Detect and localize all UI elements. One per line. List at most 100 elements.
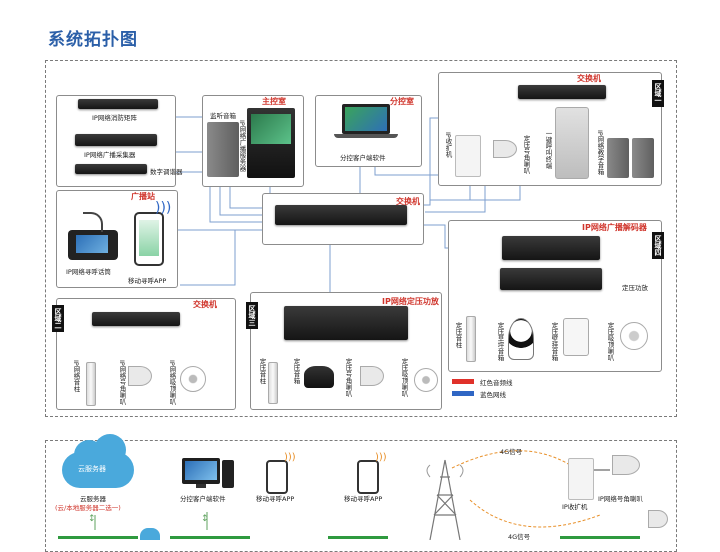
zone4-wall-label: 定压壁挂音箱 — [550, 322, 558, 361]
legend-blue-swatch — [452, 391, 474, 396]
fire-matrix-label: IP网络消防矩阵 — [92, 114, 137, 122]
paging-mic-label: IP网络寻呼话筒 — [66, 268, 111, 276]
monitor-speaker-cabinet — [207, 122, 239, 177]
zone3-column-label: 定压音柱 — [258, 358, 266, 384]
laptop-base — [334, 134, 398, 138]
zone2-ceiling-label: IP网络吸顶喇叭 — [168, 360, 176, 405]
phone-2 — [357, 460, 379, 494]
zone2-column-speaker — [86, 362, 96, 406]
zone1-classroom-speaker-right — [632, 138, 654, 178]
laptop-screen — [345, 107, 387, 131]
phone-1 — [266, 460, 288, 494]
phone-2-wifi-icon: ))) — [375, 452, 387, 463]
cloud-icon: 云服务器 — [62, 434, 134, 488]
paging-mic-gooseneck — [83, 212, 103, 232]
cloud-text: 云服务器 — [78, 465, 106, 473]
monitor-speaker-label: 监听音箱 — [210, 112, 236, 120]
fire-matrix-device — [78, 99, 158, 109]
bottom-horn-2 — [648, 510, 668, 528]
phone-1-wifi-icon: ))) — [284, 452, 296, 463]
zone1-switch — [518, 85, 606, 99]
tuner-device — [75, 164, 147, 174]
zone4-ceiling-speaker — [620, 322, 648, 350]
collector-label: IP网络广播采集器 — [84, 151, 136, 159]
broadcast-station-label: 广播站 — [131, 192, 155, 201]
zone1-expander-label: IP收扩机 — [444, 132, 452, 158]
legend-red-label: 红色音频线 — [480, 379, 513, 387]
zone1-classroom-speaker-left — [607, 138, 629, 178]
client-software-label: 分控客户端软件 — [340, 154, 386, 162]
bottom-app2-label: 移动寻呼APP — [344, 495, 383, 503]
zone3-wall-speaker — [304, 366, 334, 388]
collector-device — [75, 134, 157, 146]
topology-frame — [45, 60, 677, 417]
laptop — [342, 104, 390, 134]
zone3-amp-label: IP网络定压功放 — [382, 297, 439, 306]
zone4-ceiling-label: 定压吸顶喇叭 — [606, 322, 614, 361]
cloud-caption: 云服务器 — [80, 495, 106, 503]
zone2-tag: 区域二 — [52, 305, 64, 332]
mobile-phone — [134, 212, 164, 266]
zone1-expander — [455, 135, 481, 177]
zone4-lawn-speaker — [508, 318, 534, 360]
core-switch-label: 交换机 — [396, 197, 420, 206]
zone4-decoder — [502, 236, 600, 260]
wifi-icon: ))) — [155, 200, 172, 216]
desktop-monitor — [182, 458, 220, 484]
zone1-sos-terminal — [555, 107, 589, 179]
server-rack — [247, 108, 295, 178]
mobile-phone-screen — [139, 220, 159, 256]
desktop-tower — [222, 460, 234, 488]
zone2-horn-label: IP网络号角喇叭 — [118, 360, 126, 405]
paging-mic-screen — [76, 235, 108, 253]
tuner-label: 数字调谐器 — [150, 168, 183, 176]
signal-4g-top-label: 4G信号 — [500, 448, 523, 456]
broadcast-server-label: IP网络广播服务器 — [238, 120, 246, 172]
legend-red-swatch — [452, 379, 474, 384]
zone4-column-speaker — [466, 316, 476, 362]
bottom-client-label: 分控客户端软件 — [180, 495, 226, 503]
mobile-app-label: 移动寻呼APP — [128, 277, 167, 285]
zone3-column-speaker — [268, 362, 278, 404]
zone1-tag: 区域一 — [652, 80, 664, 107]
zone2-column-label: IP网络音柱 — [72, 360, 80, 392]
core-switch-device — [275, 205, 407, 225]
legend-blue-label: 蓝色网线 — [480, 391, 506, 399]
desktop-stand — [196, 484, 206, 488]
bottom-expander — [568, 458, 594, 500]
signal-4g-bottom-label: 4G信号 — [508, 533, 531, 541]
zone3-wall-label: 定压音箱 — [292, 358, 300, 384]
zone4-amp — [500, 268, 602, 290]
zone2-horn — [128, 366, 152, 386]
bottom-expander-label: IP收扩机 — [562, 503, 588, 511]
paging-mic-console — [68, 230, 118, 260]
sub-room-label: 分控室 — [390, 97, 414, 106]
zone3-horn-label: 定压号角喇叭 — [344, 358, 352, 397]
main-room-label: 主控室 — [262, 97, 286, 106]
zone4-decoder-label: IP网络广播解码器 — [582, 223, 647, 232]
zone3-amp — [284, 306, 408, 340]
zone4-wall-speaker — [563, 318, 589, 356]
zone2-switch-label: 交换机 — [193, 300, 217, 309]
zone3-ceiling-speaker — [414, 368, 438, 392]
bottom-horn — [612, 455, 640, 475]
zone2-switch — [92, 312, 180, 326]
zone4-lawn-label: 定压草坪音箱 — [496, 322, 504, 361]
cloud-link-arrow: ↕ — [88, 514, 96, 524]
cloud-small-icon — [140, 528, 160, 540]
zone4-tag: 区域四 — [652, 232, 664, 259]
cell-tower-icon — [426, 459, 464, 540]
bottom-horn-label: IP网络号角喇叭 — [598, 495, 643, 503]
zone1-classroom-label: IP网络教学音箱 — [596, 130, 604, 175]
zone3-ceiling-label: 定压吸顶喇叭 — [400, 358, 408, 397]
zone1-switch-label: 交换机 — [577, 74, 601, 83]
page-title: 系统拓扑图 — [48, 30, 138, 50]
server-screen — [251, 114, 291, 144]
cloud-note: (云/本地服务器二选一) — [55, 504, 121, 512]
desktop-screen — [185, 461, 217, 480]
zone2-ceiling-speaker — [180, 366, 206, 392]
zone3-horn — [360, 366, 384, 386]
zone1-sos-label: 一键呼叫终端 — [544, 130, 552, 169]
client-link-arrow: ↕ — [201, 514, 209, 524]
zone4-amp-label: 定压功放 — [622, 284, 648, 292]
